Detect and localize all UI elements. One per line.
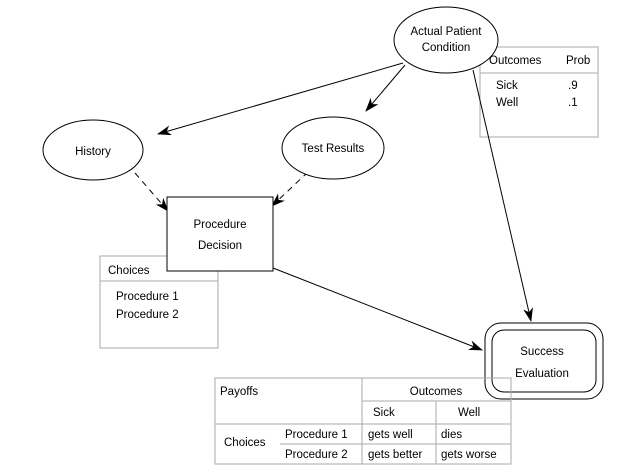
- prob-sick: .9: [568, 80, 578, 92]
- outcomes-table-border: [479, 46, 599, 138]
- success-evaluation-node: Success Evaluation: [484, 322, 604, 400]
- payoffs-row-procedure-1: Procedure 1: [285, 429, 348, 441]
- payoffs-table-border: [214, 377, 512, 465]
- arrow-condition-to-history: [157, 62, 404, 136]
- payoffs-cell-p1-well: dies: [441, 429, 462, 441]
- payoffs-cell-p2-sick: gets better: [368, 449, 423, 461]
- prob-well: .1: [568, 97, 578, 109]
- choice-procedure-2: Procedure 2: [116, 309, 179, 321]
- choices-table-border: [99, 255, 219, 349]
- success-label-line1: Success: [520, 346, 564, 358]
- payoffs-choices-label: Choices: [224, 437, 266, 449]
- outcome-sick: Sick: [496, 80, 518, 92]
- payoffs-cell-p1-sick: gets well: [368, 429, 413, 441]
- test-results-node: Test Results: [281, 116, 385, 180]
- decision-label-line1: Procedure: [193, 219, 246, 231]
- actual-patient-condition-node: Actual Patient Condition: [393, 6, 499, 74]
- condition-label-line2: Condition: [422, 42, 471, 54]
- payoffs-title: Payoffs: [220, 386, 258, 398]
- payoffs-col-sick: Sick: [373, 407, 395, 419]
- choices-header: Choices: [108, 265, 150, 277]
- outcomes-prob-table: Outcomes Prob Sick .9 Well .1: [479, 46, 599, 138]
- decision-label-line2: Decision: [198, 240, 242, 252]
- payoffs-cell-p2-well: gets worse: [441, 449, 497, 461]
- success-label-line2: Evaluation: [515, 368, 569, 380]
- outcomes-header: Outcomes: [489, 55, 542, 67]
- arrow-decision-to-success: [272, 267, 483, 351]
- history-label: History: [75, 146, 111, 158]
- history-node: History: [42, 119, 144, 181]
- arrow-test-results-to-decision: [271, 171, 309, 207]
- choices-table: Choices Procedure 1 Procedure 2: [99, 255, 219, 349]
- payoffs-outcomes-label: Outcomes: [410, 386, 463, 398]
- condition-label-line1: Actual Patient: [411, 26, 483, 38]
- arrow-condition-to-test-results: [365, 64, 406, 112]
- payoffs-table: Payoffs Outcomes Sick Well Choices Proce…: [214, 377, 512, 465]
- payoffs-col-well: Well: [458, 407, 480, 419]
- arrow-condition-to-success: [472, 69, 533, 322]
- outcome-well: Well: [496, 97, 518, 109]
- procedure-decision-node: Procedure Decision: [166, 196, 274, 272]
- test-results-label: Test Results: [302, 143, 365, 155]
- arrow-history-to-decision: [134, 172, 169, 212]
- prob-header: Prob: [566, 55, 590, 67]
- choice-procedure-1: Procedure 1: [116, 291, 179, 303]
- payoffs-row-procedure-2: Procedure 2: [285, 449, 348, 461]
